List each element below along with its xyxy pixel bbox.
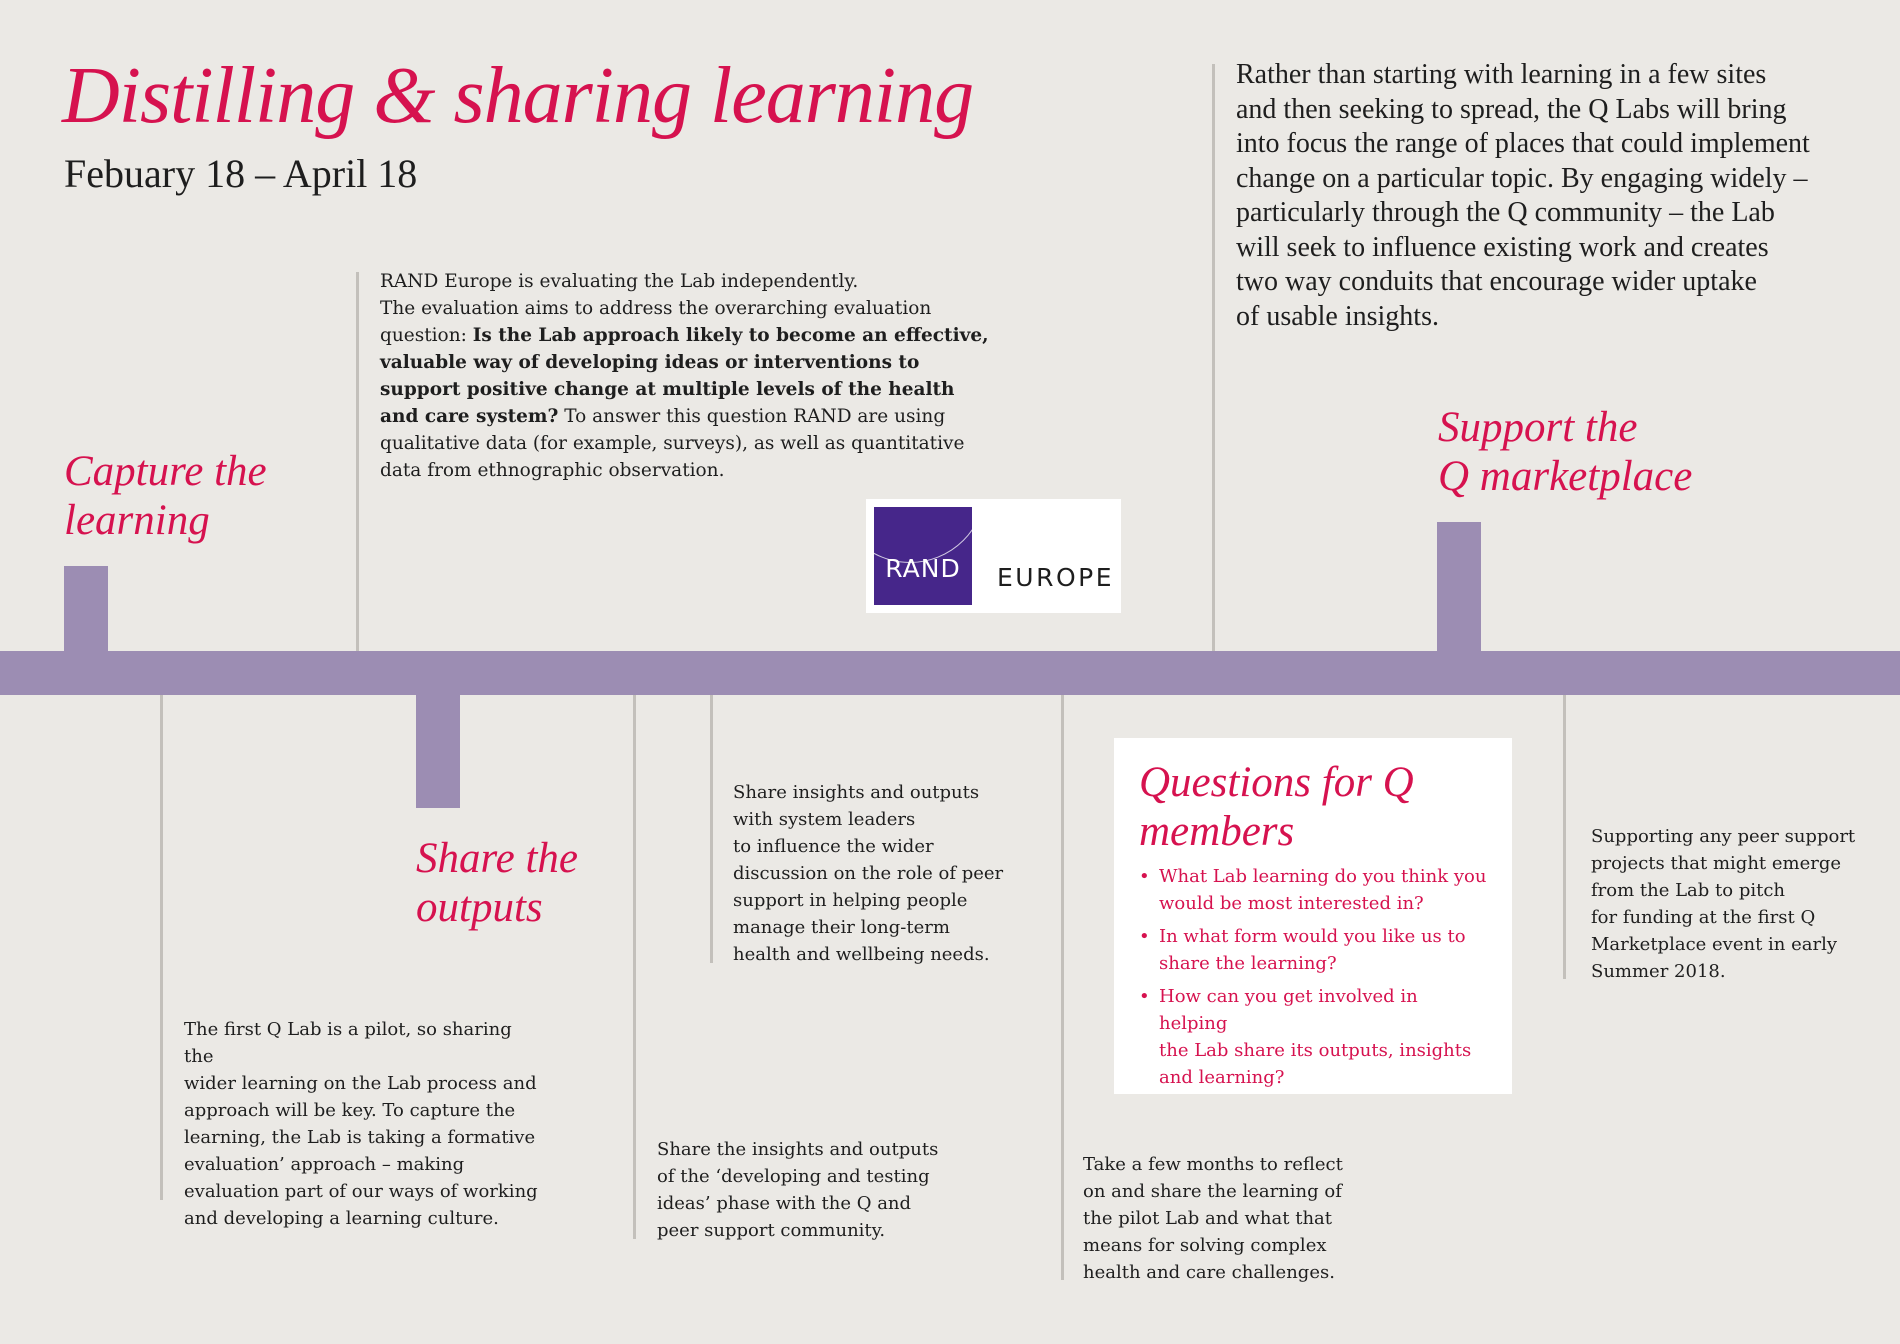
connector-line-reflect xyxy=(1061,695,1064,1280)
note-reflect: Take a few months to reflect on and shar… xyxy=(1083,1154,1343,1283)
spread-description: Rather than starting with learning in a … xyxy=(1236,59,1810,332)
bullet-icon: • xyxy=(1139,926,1150,947)
connector-line-pilot xyxy=(160,695,163,1200)
evaluation-line: question: Is the Lab approach likely to … xyxy=(380,322,989,349)
questions-list: • What Lab learning do you think you woul… xyxy=(1139,863,1489,1097)
note-insights-community: Share the insights and outputs of the ‘d… xyxy=(657,1139,939,1241)
evaluation-line: qualitative data (for example, surveys),… xyxy=(380,433,965,454)
evaluation-question: and care system? xyxy=(380,406,559,427)
question-text: How can you get involved in helping the … xyxy=(1159,986,1472,1088)
rand-europe-logo: RAND EUROPE xyxy=(866,499,1121,613)
evaluation-description: RAND Europe is evaluating the Lab indepe… xyxy=(380,268,989,484)
connector-line-insights-community xyxy=(633,695,636,1239)
connector-line-evaluation xyxy=(356,272,359,651)
milestone-marker-share-outputs xyxy=(416,694,460,808)
evaluation-text: question: xyxy=(380,325,473,346)
note-system-leaders: Share insights and outputs with system l… xyxy=(733,782,1004,965)
evaluation-line: support positive change at multiple leve… xyxy=(380,376,960,403)
page-title: Distilling & sharing learning xyxy=(62,52,974,140)
evaluation-line: data from ethnographic observation. xyxy=(380,460,725,481)
rand-logo-text: RAND xyxy=(885,554,961,583)
connector-line-peer-support xyxy=(1563,695,1566,979)
evaluation-question: Is the Lab approach likely to become an … xyxy=(472,325,989,346)
question-text: What Lab learning do you think you would… xyxy=(1159,866,1487,914)
note-peer-support: Supporting any peer support projects tha… xyxy=(1591,826,1856,982)
evaluation-line: The evaluation aims to address the overa… xyxy=(380,298,932,319)
europe-logo-text: EUROPE xyxy=(997,563,1115,592)
note-pilot: The first Q Lab is a pilot, so sharing t… xyxy=(184,1019,538,1229)
connector-line-spread xyxy=(1212,64,1215,651)
bullet-icon: • xyxy=(1139,986,1150,1007)
question-item: • How can you get involved in helping the… xyxy=(1139,983,1489,1091)
evaluation-line: and care system? To answer this question… xyxy=(380,403,960,430)
evaluation-line: valuable way of developing ideas or inte… xyxy=(380,349,960,376)
evaluation-text: To answer this question RAND are using xyxy=(558,406,946,427)
questions-box: Questions for Q members • What Lab learni… xyxy=(1114,738,1512,1094)
bullet-icon: • xyxy=(1139,866,1150,887)
milestone-marker-capture xyxy=(64,566,108,652)
milestone-label-share-outputs: Share the outputs xyxy=(416,835,579,931)
date-range: Febuary 18 – April 18 xyxy=(64,151,418,196)
question-item: • In what form would you like us to share… xyxy=(1139,923,1489,977)
timeline-bar xyxy=(0,651,1900,695)
evaluation-line: RAND Europe is evaluating the Lab indepe… xyxy=(380,271,859,292)
questions-title: Questions for Q members xyxy=(1139,759,1414,855)
evaluation-question: support positive change at multiple leve… xyxy=(380,379,955,400)
milestone-label-support-marketplace: Support the Q marketplace xyxy=(1438,404,1693,500)
question-text: In what form would you like us to share … xyxy=(1159,926,1466,974)
question-item: • What Lab learning do you think you woul… xyxy=(1139,863,1489,917)
evaluation-question: valuable way of developing ideas or inte… xyxy=(380,352,920,373)
milestone-label-capture: Capture the learning xyxy=(64,448,267,544)
connector-line-system-leaders xyxy=(710,695,713,963)
rand-logo-square: RAND xyxy=(874,507,972,605)
milestone-marker-support-marketplace xyxy=(1437,522,1481,652)
